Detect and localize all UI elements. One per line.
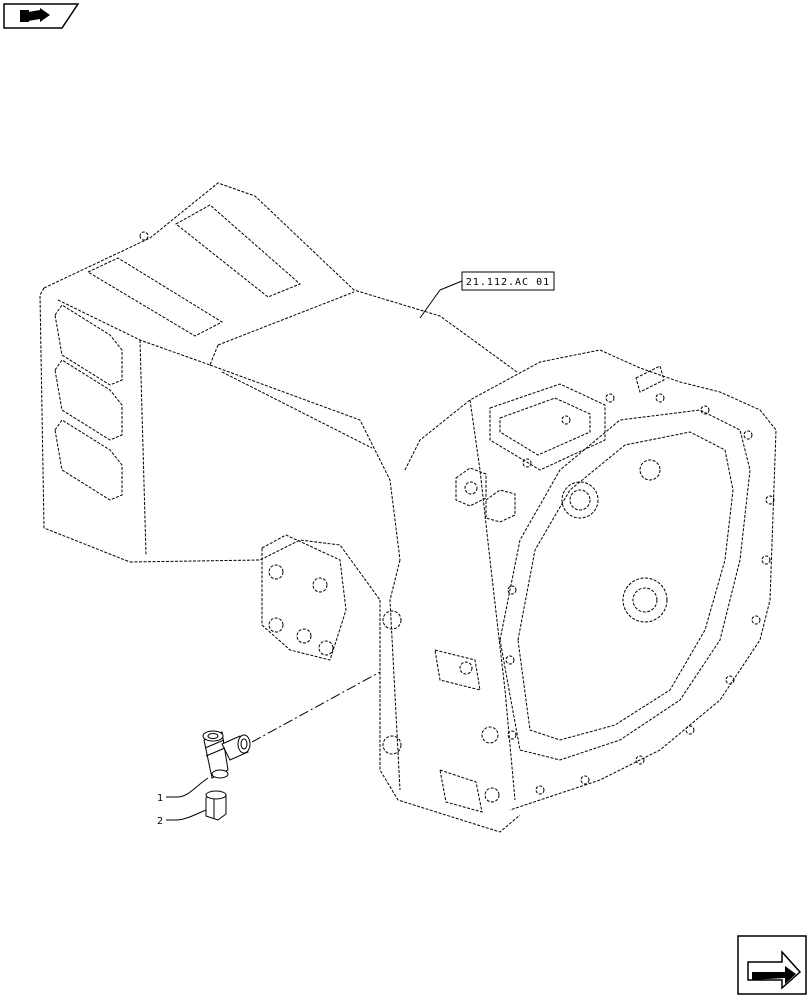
- callout-1: 1: [157, 793, 164, 804]
- elbow-fitting: [202, 730, 251, 779]
- callout-leaders: [166, 777, 209, 821]
- nut: [205, 790, 227, 821]
- transmission-housing: [39, 182, 777, 833]
- assembly-centerline: [251, 671, 381, 743]
- next-page-arrow-icon[interactable]: [737, 935, 807, 995]
- callout-2: 2: [157, 816, 164, 827]
- reference-label: 21.112.AC 01: [461, 271, 555, 291]
- reference-label-text: 21.112.AC 01: [466, 277, 550, 288]
- book-arrow-icon[interactable]: [3, 3, 80, 29]
